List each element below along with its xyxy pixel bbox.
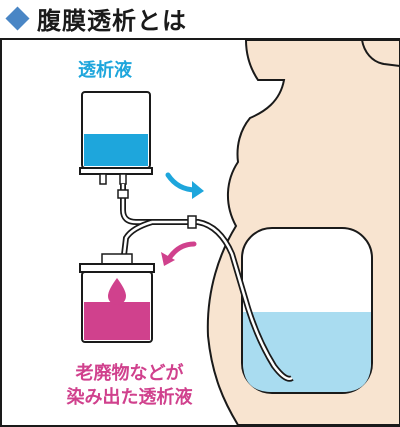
page-header: 腹膜透析とは [0, 0, 400, 36]
hand [361, 40, 400, 67]
diagram-panel: 透析液 老廃物などが 染み出た透析液 [0, 38, 400, 427]
tube-clamp [117, 189, 129, 199]
bag-bottom-top [79, 263, 155, 273]
bag-top-port-right [119, 173, 127, 185]
drop-icon [108, 278, 126, 305]
drained-fluid-fill [84, 302, 150, 340]
bag-top-port-left [99, 173, 107, 185]
outflow-arrow-icon [165, 241, 197, 263]
tube-to-bottom-bag-inner [122, 220, 153, 256]
waste-fluid-label-line2: 染み出た透析液 [66, 387, 193, 408]
catheter-tube-inner [152, 220, 293, 380]
diamond-icon [5, 5, 30, 31]
dialysate-label: 透析液 [78, 60, 132, 81]
peritoneal-dialysis-illustration [79, 40, 400, 425]
abdominal-fluid [243, 312, 371, 392]
waste-fluid-label-line1: 老廃物などが [75, 363, 184, 384]
waste-fluid-label: 老廃物などが 染み出た透析液 [42, 362, 217, 410]
outflow-arrowhead-icon [161, 252, 175, 266]
bag-bottom-cap [101, 253, 133, 265]
page-title: 腹膜透析とは [37, 6, 187, 35]
inflow-arrow-icon [165, 172, 199, 193]
tube-connector [187, 215, 197, 229]
bag-top-base [79, 167, 153, 175]
inflow-arrowhead-icon [192, 181, 204, 199]
dialysate-fill [84, 134, 148, 166]
tube-from-top-bag-inner [121, 184, 152, 224]
